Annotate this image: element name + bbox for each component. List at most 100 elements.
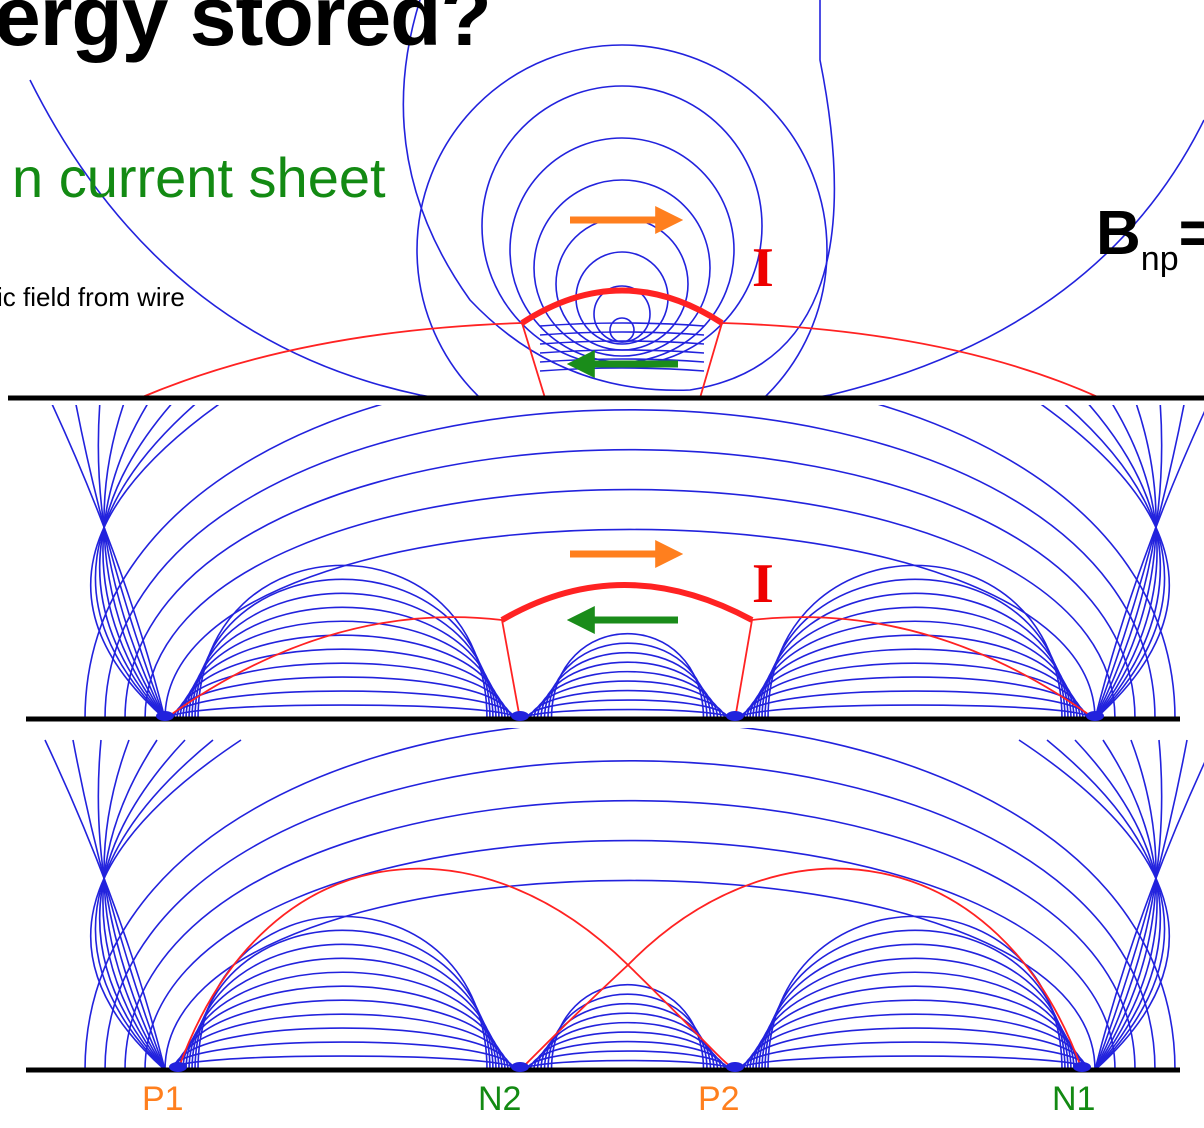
panel-a-current-sheet (520, 287, 724, 326)
footpoint-dots (156, 711, 1104, 1072)
footpoint-label-n1: N1 (1052, 1080, 1096, 1118)
panel-b-current-sheet (500, 582, 754, 623)
separatrix-line (699, 322, 723, 399)
footpoint-label-p2: P2 (698, 1080, 740, 1118)
field-line-fan (94, 405, 196, 719)
field-line-fan (51, 405, 166, 719)
field-line-loop (555, 217, 689, 351)
field-line-fan (1094, 761, 1204, 1070)
panel-b-field-lines (51, 405, 1204, 719)
footpoint-dot (511, 1062, 529, 1072)
field-line-fan (98, 405, 172, 719)
footpoint-label-p1: P1 (142, 1080, 184, 1118)
field-line-arc (170, 690, 515, 719)
slide-title: ergy stored? (0, 0, 492, 63)
field-line-arc (104, 408, 1156, 719)
separatrix-line (734, 619, 753, 720)
field-line-loop (593, 285, 651, 343)
field-line-fan (1040, 405, 1171, 719)
field-line-fan (1088, 405, 1162, 719)
field-line-arc (167, 704, 518, 719)
footpoint-dot (726, 711, 744, 721)
footpoint-dot (1086, 711, 1104, 721)
field-line-arc (176, 1013, 509, 1070)
separatrix-line (164, 616, 503, 720)
field-line-arc (539, 322, 705, 327)
field-line-arc (740, 1041, 1090, 1070)
field-line-arc (740, 690, 1090, 719)
field-line-arc (167, 1055, 518, 1070)
footpoint-dot (726, 1062, 744, 1072)
separatrix-line (519, 867, 1083, 1071)
field-line-arc (104, 759, 1156, 1070)
field-line-arc (522, 708, 733, 719)
panel-a-field-lines (29, 0, 1204, 398)
field-line-fan (97, 739, 166, 1070)
field-line-fan (1018, 739, 1171, 1070)
field-line-arc (124, 448, 1136, 719)
field-line-arc (176, 662, 509, 719)
field-line-fan (75, 405, 166, 719)
footpoint-dot (169, 1062, 187, 1072)
bnp-suffix: = (1178, 199, 1204, 268)
field-line-fan (1094, 405, 1163, 719)
field-line-fan (98, 739, 186, 1070)
panel-quadrupole-potential-field (26, 728, 1204, 1073)
field-line-fan (72, 739, 166, 1070)
field-line-arc (749, 648, 1081, 719)
field-line-loop (533, 179, 711, 357)
field-line-arc (761, 943, 1069, 1070)
separatrix-line (139, 322, 523, 399)
field-line-arc (550, 632, 705, 719)
field-line-arc (522, 1059, 733, 1070)
field-line-arc (539, 358, 705, 363)
field-line-fan (102, 405, 166, 719)
panel-wire-in-quadrupole: I (26, 405, 1204, 722)
field-line-fan (1094, 405, 1185, 719)
field-line-fan (97, 405, 166, 719)
field-line-fan (89, 405, 220, 719)
field-line-loop (416, 44, 828, 398)
footpoint-dot (511, 711, 529, 721)
field-line-arc (164, 879, 1096, 1070)
field-line-arc (550, 983, 705, 1070)
panel-wire-field: I (8, 0, 1204, 401)
field-line-arc (144, 488, 1116, 719)
field-line-fan (94, 739, 214, 1070)
field-line-fan (1094, 410, 1204, 719)
field-line-arc (539, 340, 705, 345)
panel-a-current-label: I (752, 237, 774, 299)
field-line-arc (170, 1041, 515, 1070)
panel-c-separatrix (177, 867, 1083, 1071)
field-line-arc (84, 405, 1176, 719)
field-line-arc (124, 799, 1136, 1070)
field-line-arc (761, 592, 1069, 719)
panel-a-separatrix (139, 322, 1101, 399)
field-line-arc (539, 367, 705, 372)
field-line-arc (164, 528, 1096, 719)
separatrix-line (521, 322, 546, 399)
field-line-arc (539, 331, 705, 336)
field-line-arc (539, 349, 705, 354)
field-line-fan (103, 739, 166, 1070)
field-line-loop (575, 251, 669, 345)
field-line-arc (749, 999, 1081, 1070)
wire-field-caption: ic field from wire (0, 282, 185, 312)
field-line-fan (1094, 739, 1157, 1070)
field-line-loop (509, 137, 735, 363)
field-line-fan (102, 739, 166, 1070)
field-line-fan (1046, 739, 1166, 1070)
field-line-arc (402, 0, 836, 392)
field-line-arc (547, 642, 708, 719)
field-line-fan (1094, 739, 1163, 1070)
slide-subtitle: n current sheet (12, 146, 386, 209)
field-line-fan (1094, 739, 1188, 1070)
panel-b-current-label: I (752, 553, 774, 615)
footpoint-dot (156, 711, 174, 721)
bnp-symbol: B (1096, 199, 1141, 268)
separatrix-line (751, 616, 1096, 720)
bnp-subscript: np (1140, 240, 1179, 278)
field-line-fan (44, 739, 166, 1070)
